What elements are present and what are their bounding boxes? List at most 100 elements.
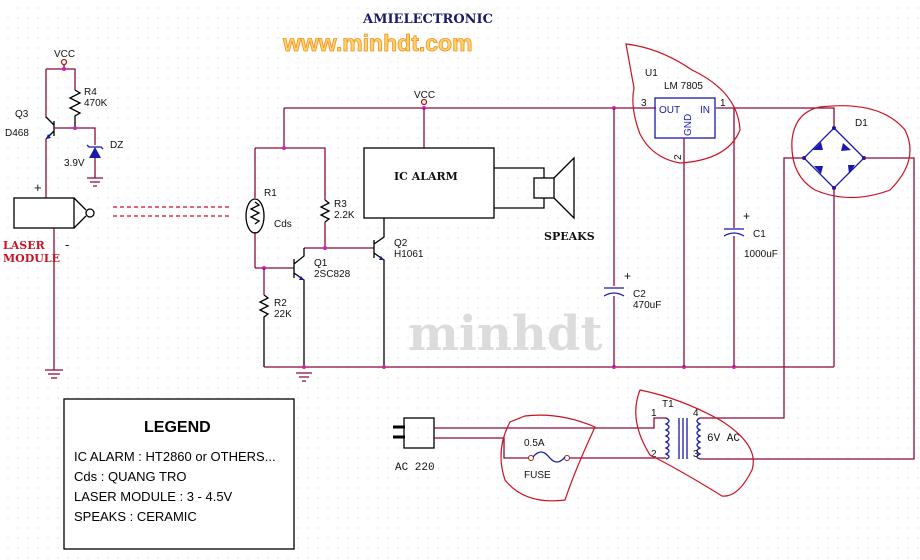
d1-ac2-wire	[700, 157, 915, 460]
r4-ref-label: R4	[84, 87, 97, 98]
mains-wire-2	[434, 437, 666, 459]
junction	[282, 146, 286, 150]
highlight-fuse	[500, 414, 596, 502]
plug-prongs-icon	[393, 425, 405, 439]
fuse-label: FUSE	[524, 470, 551, 481]
ic-alarm-box	[363, 147, 495, 219]
q3-emitter-arrow	[46, 134, 51, 139]
c2-capacitor	[603, 287, 625, 297]
d1-diodes-icon	[813, 142, 855, 174]
ground-icon	[87, 177, 103, 187]
q2-part: H1061	[394, 249, 424, 260]
junction	[302, 365, 306, 369]
c1-value: 1000uF	[744, 249, 778, 260]
r2-ref: R2	[274, 298, 287, 309]
fuse-terminal	[528, 455, 534, 461]
r2-value: 22K	[274, 309, 292, 320]
d1-bridge-outline	[803, 127, 865, 189]
u1-pin1: 1	[720, 98, 726, 109]
q3-ref: Q3	[15, 109, 29, 120]
r1-ldr-icon	[249, 201, 261, 225]
t1-ref: T1	[662, 399, 674, 410]
legend-item: Cds : QUANG TRO	[74, 469, 186, 484]
wire-vcc-left	[46, 65, 76, 90]
u1-pin-out: OUT	[659, 105, 680, 116]
laser-label-1: LASER	[3, 239, 46, 252]
vcc-main-terminal	[420, 98, 428, 106]
zener-bar	[86, 144, 104, 150]
dz-value: 3.9V	[64, 158, 85, 169]
sensor-feed-wire	[255, 108, 326, 200]
laser-lens	[73, 197, 87, 229]
q3-base-wire	[54, 127, 96, 145]
u1-pin2: 2	[673, 154, 684, 160]
u1-ref: U1	[645, 68, 658, 79]
ground-icon	[45, 369, 63, 379]
plug-body	[403, 417, 435, 449]
vcc-main-label: VCC	[414, 90, 435, 101]
c1-capacitor	[723, 228, 745, 237]
q2-transistor	[373, 218, 385, 367]
fuse-icon	[532, 451, 566, 463]
c2-value: 470uF	[633, 300, 661, 311]
t1-pin1: 1	[651, 408, 657, 419]
q1-emitter-arrow	[299, 276, 304, 280]
r1-value: Cds	[274, 219, 292, 230]
q2-ref: Q2	[394, 238, 408, 249]
top-rail	[284, 107, 835, 128]
t1-pin2: 2	[651, 449, 657, 460]
ground-icon	[296, 372, 312, 382]
speaker-label: SPEAKS	[544, 230, 595, 243]
q3-transistor	[45, 116, 55, 140]
dz-ref: DZ	[110, 140, 123, 151]
c1-plus: +	[743, 209, 750, 223]
c2-plus: +	[624, 269, 631, 283]
q2-emitter-arrow	[379, 256, 384, 260]
laser-module-box	[13, 197, 75, 229]
junction	[323, 246, 327, 250]
fuse-rating: 0.5A	[524, 438, 545, 449]
r1-ldr-body	[245, 198, 265, 234]
ic-alarm-label: IC ALARM	[394, 170, 458, 183]
website-title: www.minhdt.com	[282, 30, 473, 56]
power-supply-circuit: + C2 470uF OUT IN GND 3 1 2 U1 LM 7805 +…	[393, 68, 915, 481]
highlight-u1	[625, 43, 741, 164]
c2-ref: C2	[633, 289, 646, 300]
highlight-transformer	[635, 389, 754, 497]
legend-item: LASER MODULE : 3 - 4.5V	[74, 489, 233, 504]
watermark-text: minhdt	[408, 306, 603, 362]
r4-value: 470K	[84, 98, 108, 109]
t1-secondary-label: 6V AC	[707, 433, 740, 445]
d1-ref: D1	[855, 118, 868, 129]
zener-diode-icon	[89, 147, 101, 158]
q1-part: 2SC828	[314, 269, 351, 280]
t1-secondary-coil	[696, 417, 702, 460]
speaker-wires	[494, 167, 545, 209]
legend-title: LEGEND	[144, 419, 211, 436]
fuse-terminal	[564, 455, 570, 461]
legend-box: LEGEND IC ALARM : HT2860 or OTHERS... Cd…	[63, 398, 295, 550]
d1-node	[832, 126, 836, 130]
u1-regulator	[654, 97, 716, 139]
detector-circuit: VCC R1 Cds R3 2.2K Q1 2SC828 R2 22K	[245, 90, 835, 382]
t1-primary-coil	[664, 417, 670, 460]
laser-minus: -	[65, 237, 69, 252]
u1-pin-gnd: GND	[683, 114, 694, 136]
laser-driver-circuit: VCC R4 470K Q3 D468 DZ 3.9V + - LASER MO…	[3, 49, 232, 379]
r2-resistor	[258, 294, 270, 367]
laser-beam	[113, 206, 232, 217]
t1-pin3: 3	[693, 449, 699, 460]
brand-title: AMIELECTRONIC	[362, 12, 493, 27]
r4-resistor	[68, 89, 82, 128]
junction	[382, 365, 386, 369]
q1-transistor	[293, 248, 305, 367]
q3-part: D468	[5, 128, 29, 139]
mains-wire-1	[434, 417, 666, 429]
u1-pin3: 3	[641, 98, 647, 109]
laser-label-2: MODULE	[3, 252, 60, 265]
legend-frame	[63, 398, 295, 550]
junction	[73, 126, 77, 130]
legend-item: SPEAKS : CERAMIC	[74, 509, 197, 524]
r3-value: 2.2K	[334, 210, 355, 221]
